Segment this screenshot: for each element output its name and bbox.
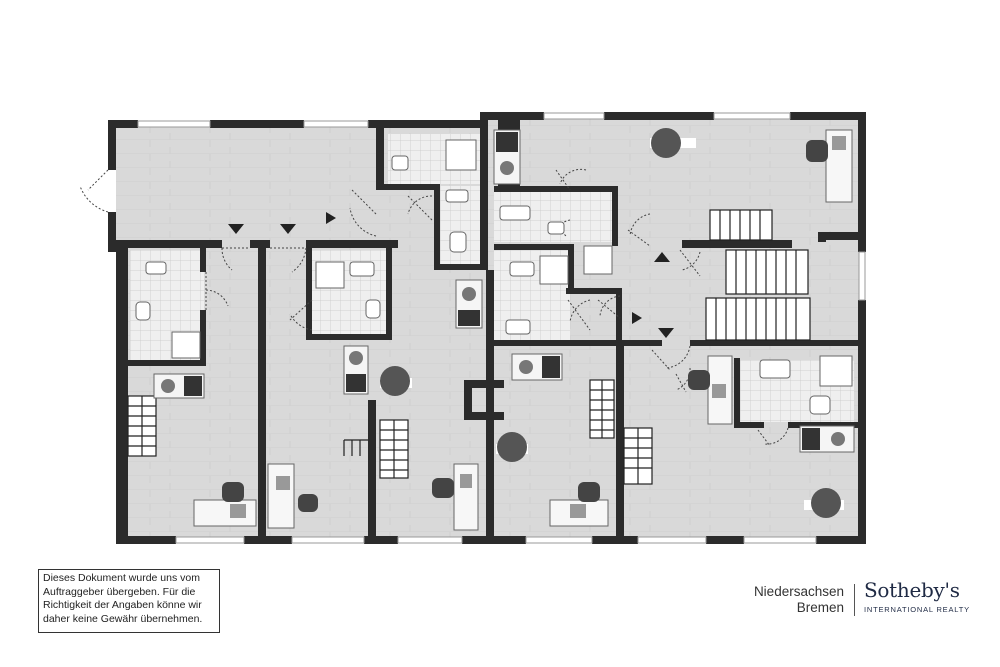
disclaimer-line: Dieses Dokument wurde uns vom xyxy=(43,572,200,584)
brand-divider xyxy=(854,584,855,616)
disclaimer-line: daher keine Gewähr übernehmen. xyxy=(43,612,203,625)
desks xyxy=(193,129,853,531)
direction-arrows xyxy=(228,212,674,338)
brand-logo-name: Sotheby's xyxy=(864,578,960,602)
brand-region-line: Bremen xyxy=(796,600,844,615)
disclaimer-line: Richtigkeit der Angaben könne wir xyxy=(43,599,202,611)
stairs xyxy=(127,209,811,485)
brand-logo-tagline: INTERNATIONAL REALTY xyxy=(864,605,970,614)
disclaimer-box: Dieses Dokument wurde uns vom Auftraggeb… xyxy=(38,569,220,633)
dining-tables xyxy=(380,128,844,518)
disclaimer-line: Auftraggeber übergeben. Für die xyxy=(43,585,196,598)
kitchenettes xyxy=(153,129,855,453)
brand-region: Niedersachsen Bremen xyxy=(732,584,844,616)
doors xyxy=(79,168,789,447)
fixtures xyxy=(135,139,853,415)
windows xyxy=(137,112,866,544)
brand-region-line: Niedersachsen xyxy=(753,584,844,599)
